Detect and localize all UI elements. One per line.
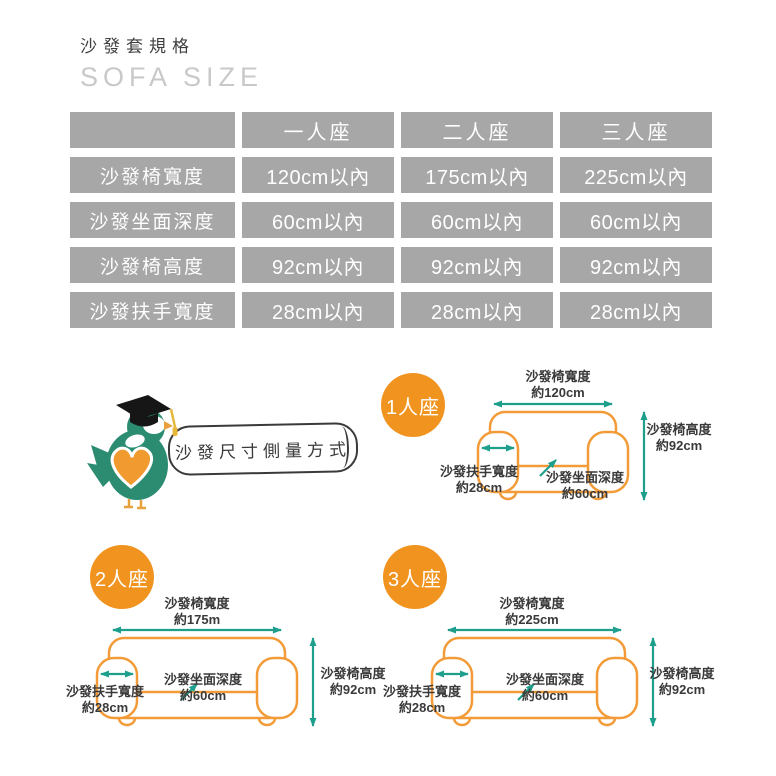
seat-depth-measure-label: 沙發坐面深度約60cm xyxy=(505,672,584,703)
speech-bubble-text: 沙發尺寸側量方式 xyxy=(174,439,352,463)
width-measure-label: 沙發椅寬度約120cm xyxy=(525,369,591,400)
column-header-2seat: 二人座 xyxy=(401,112,553,148)
column-header-3seat: 三人座 xyxy=(560,112,712,148)
seat-depth-arrow xyxy=(539,459,557,477)
armrest-measure-label: 沙發扶手寬度約28cm xyxy=(382,684,461,715)
badge-2-seater: 2人座 xyxy=(90,545,154,609)
table-cell: 28cm以內 xyxy=(242,292,394,328)
row-label-seat-depth: 沙發坐面深度 xyxy=(70,202,235,238)
badge-1-seater: 1人座 xyxy=(381,373,445,437)
height-measure-label: 沙發椅高度約92cm xyxy=(320,666,386,697)
speech-bubble: 沙發尺寸側量方式 xyxy=(167,422,359,476)
seat-depth-arrow xyxy=(517,683,535,701)
diagram-1-seater: 1人座 沙發椅寬度約120cm xyxy=(370,360,712,540)
table-cell: 175cm以內 xyxy=(401,157,553,193)
badge-3-seater: 3人座 xyxy=(383,545,447,609)
armrest-measure-label: 沙發扶手寬度約28cm xyxy=(65,684,144,715)
diagram-2-seater: 2人座 沙發椅寬度約175m xyxy=(60,545,400,745)
seat-depth-measure-label: 沙發坐面深度約60cm xyxy=(163,672,242,703)
row-label-width: 沙發椅寬度 xyxy=(70,157,235,193)
table-cell: 28cm以內 xyxy=(560,292,712,328)
sofa-drawing-3-seater xyxy=(430,626,657,727)
spec-table: 一人座 二人座 三人座 沙發椅寬度 120cm以內 175cm以內 225cm以… xyxy=(70,112,712,328)
table-cell: 120cm以內 xyxy=(242,157,394,193)
page-title: 沙發套規格 xyxy=(80,37,195,56)
bubble-end-cap-line xyxy=(334,426,350,469)
table-cell: 60cm以內 xyxy=(242,202,394,238)
table-cell: 92cm以內 xyxy=(242,247,394,283)
height-measure-label: 沙發椅高度約92cm xyxy=(646,422,712,453)
sofa-drawing-2-seater xyxy=(95,626,317,727)
table-cell: 60cm以內 xyxy=(560,202,712,238)
sofa-drawing-1-seater xyxy=(476,400,648,501)
page-subtitle: SOFA SIZE xyxy=(80,62,264,92)
table-cell: 92cm以內 xyxy=(560,247,712,283)
seat-depth-measure-label: 沙發坐面深度約60cm xyxy=(545,470,624,501)
width-measure-label: 沙發椅寬度約225cm xyxy=(499,596,565,627)
armrest-measure-label: 沙發扶手寬度約28cm xyxy=(439,464,518,495)
column-header-1seat: 一人座 xyxy=(242,112,394,148)
table-cell: 28cm以內 xyxy=(401,292,553,328)
header: 沙發套規格 SOFA SIZE xyxy=(80,32,263,93)
diagram-3-seater: 3人座 沙發椅寬度約225cm xyxy=(370,545,776,745)
table-cell: 60cm以內 xyxy=(401,202,553,238)
measure-method-banner: 沙發尺寸側量方式 xyxy=(85,385,365,515)
row-label-armrest-width: 沙發扶手寬度 xyxy=(70,292,235,328)
table-corner-cell xyxy=(70,112,235,148)
width-measure-label: 沙發椅寬度約175m xyxy=(164,596,230,627)
seat-depth-arrow xyxy=(180,683,198,701)
table-cell: 92cm以內 xyxy=(401,247,553,283)
height-measure-label: 沙發椅高度約92cm xyxy=(649,666,715,697)
row-label-height: 沙發椅高度 xyxy=(70,247,235,283)
sofa-outline xyxy=(430,636,639,727)
graduate-bird-mascot-icon xyxy=(87,395,178,510)
table-cell: 225cm以內 xyxy=(560,157,712,193)
